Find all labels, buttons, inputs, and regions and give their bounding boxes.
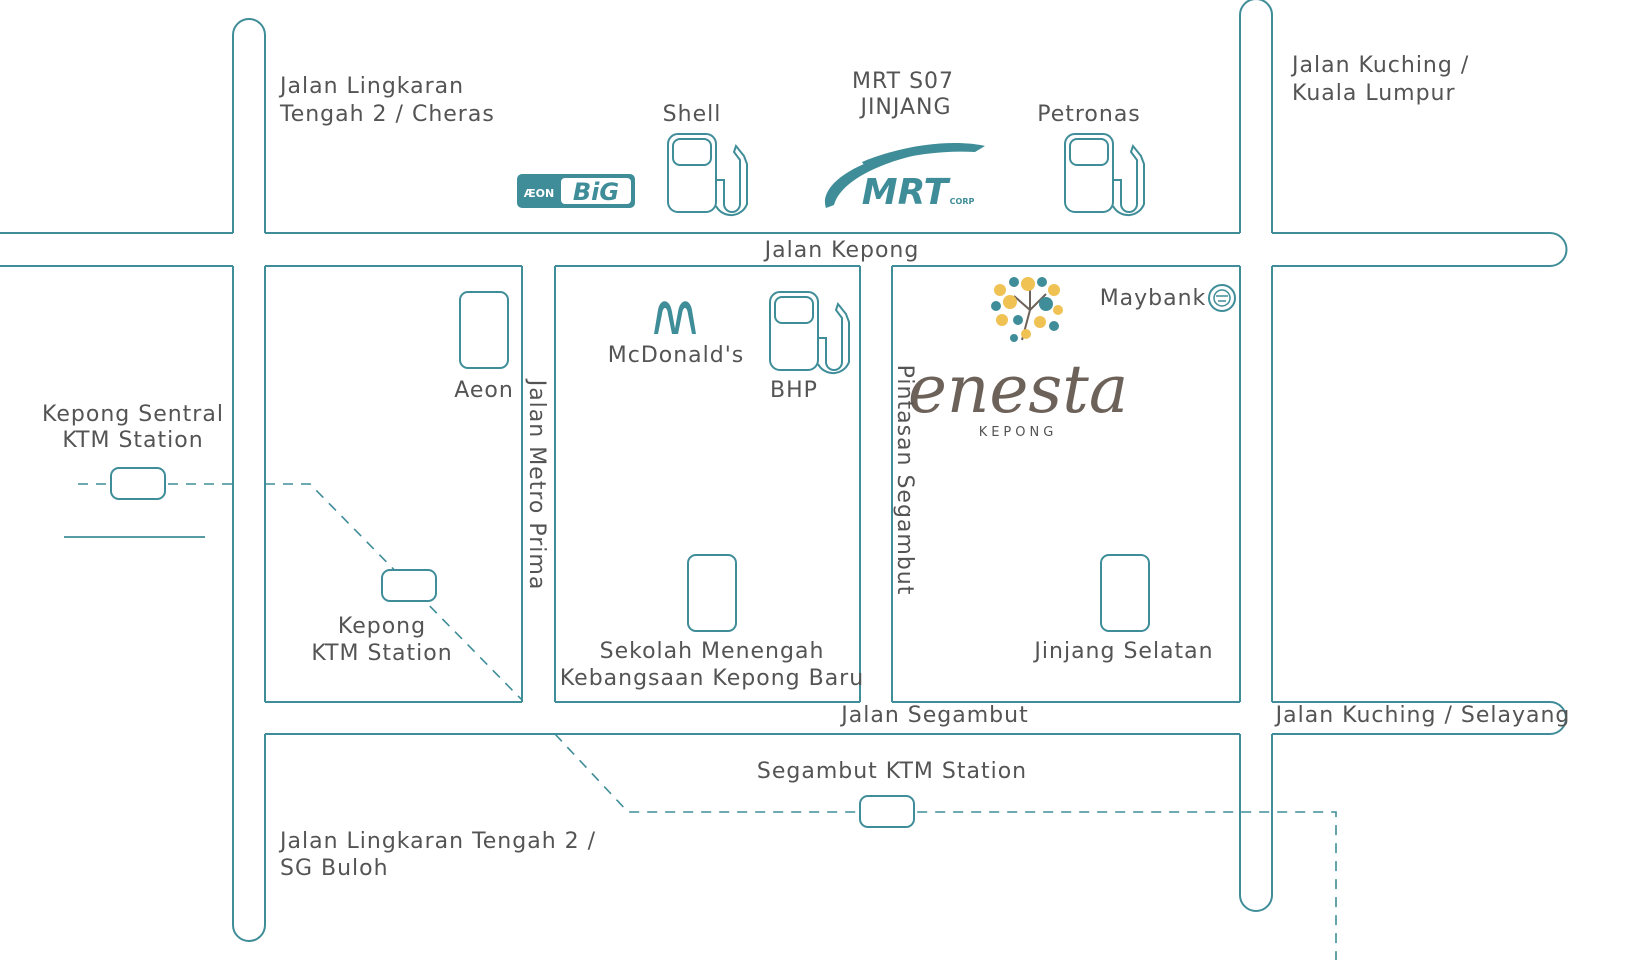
label-jalan-segambut: Jalan Segambut (839, 703, 1028, 728)
road-jalan-segambut (265, 701, 1567, 735)
aeon-big-logo: ÆON BiG (517, 174, 635, 208)
road-jalan-kuching (1239, 0, 1273, 233)
label-jalan-lingkaran-cheras-line1: Jalan Lingkaran (278, 74, 464, 99)
label-mrt-line2: JINJANG (858, 95, 951, 120)
label-mrt-line1: MRT S07 (852, 69, 954, 94)
fuel-pump-icon (769, 291, 850, 375)
enesta-logo-subtitle: KEPONG (979, 425, 1058, 440)
label-kepong-sentral-line1: Kepong Sentral (42, 402, 224, 427)
enesta-logo-text: enesta (908, 351, 1128, 428)
label-aeon: Aeon (454, 378, 514, 403)
road-pintasan-segambut (859, 266, 893, 702)
maybank-tiger-icon (1208, 284, 1236, 312)
label-pintasan-segambut: Pintasan Segambut (892, 365, 917, 596)
aeon-big-main-text: BiG (573, 178, 619, 206)
label-petronas: Petronas (1037, 102, 1141, 127)
fuel-pump-icon (667, 133, 748, 217)
mrt-corp-text: CORP (950, 197, 975, 206)
road-network (0, 0, 1568, 942)
mrt-logo-text: MRT (862, 172, 951, 213)
label-school-line1: Sekolah Menengah (600, 639, 825, 664)
school-building-marker (687, 554, 737, 632)
label-jalan-kuching-selayang: Jalan Kuching / Selayang (1274, 703, 1571, 728)
fuel-pump-icon (1064, 133, 1145, 217)
mrt-logo-icon: MRT CORP (824, 143, 985, 213)
label-jalan-lingkaran-sgbuloh-line1: Jalan Lingkaran Tengah 2 / (278, 829, 596, 854)
road-jalan-lingkaran-tengah-left (232, 18, 266, 233)
label-maybank: Maybank (1100, 286, 1207, 311)
label-school-line2: Kebangsaan Kepong Baru (560, 666, 864, 691)
segambut-ktm-station-marker (859, 795, 915, 828)
jinjang-selatan-building-marker (1100, 554, 1150, 632)
road-jalan-kepong (0, 232, 1568, 267)
label-jalan-lingkaran-cheras-line2: Tengah 2 / Cheras (279, 102, 495, 127)
label-segambut-ktm: Segambut KTM Station (757, 759, 1027, 784)
label-bhp: BHP (770, 378, 818, 403)
mcdonalds-arches-icon (654, 301, 696, 334)
label-jalan-lingkaran-sgbuloh-line2: SG Buloh (280, 856, 389, 881)
kepong-sentral-station-marker (110, 467, 166, 500)
tree-logo-icon (991, 277, 1063, 342)
aeon-building-marker (459, 291, 509, 369)
label-jalan-kepong: Jalan Kepong (763, 238, 920, 263)
label-shell: Shell (663, 102, 722, 127)
kepong-ktm-station-marker (381, 569, 437, 602)
aeon-big-small-text: ÆON (524, 187, 555, 200)
road-jalan-metro-prima (521, 266, 556, 702)
label-jalan-kuching-kl-line1: Jalan Kuching / (1290, 53, 1469, 78)
label-jinjang-selatan: Jinjang Selatan (1032, 639, 1213, 664)
label-kepong-ktm-line1: Kepong (338, 614, 426, 639)
label-kepong-ktm-line2: KTM Station (311, 641, 452, 666)
label-jalan-kuching-kl-line2: Kuala Lumpur (1292, 81, 1456, 106)
label-kepong-sentral-line2: KTM Station (62, 428, 203, 453)
label-jalan-metro-prima: Jalan Metro Prima (524, 378, 549, 591)
label-mcdonalds: McDonald's (608, 343, 745, 368)
